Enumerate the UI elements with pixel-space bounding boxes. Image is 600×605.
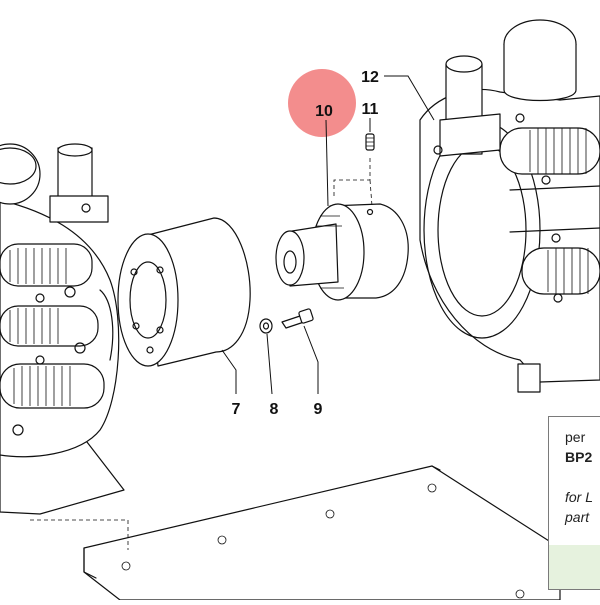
part-12-right-pump (419, 19, 600, 393)
legend-green-band (549, 545, 600, 589)
highlight-marker (288, 69, 356, 137)
leader-7 (221, 349, 237, 394)
callout-7: 7 (232, 401, 241, 418)
callout-11: 11 (362, 101, 379, 118)
part-7-bell-housing (117, 217, 251, 367)
callout-9: 9 (314, 401, 323, 418)
legend-line-4: part (565, 509, 590, 525)
legend-panel: per BP2 for L part (548, 416, 600, 590)
leader-9 (303, 325, 319, 394)
right-pump-piston-lower (521, 247, 600, 295)
callout-10: 10 (315, 103, 333, 120)
callout-8: 8 (270, 401, 279, 418)
leader-12 (384, 75, 435, 121)
part-9-screw (281, 308, 314, 329)
left-pump-piston-lower (0, 363, 105, 409)
left-pump (0, 143, 120, 458)
part-10-coupling (275, 203, 409, 301)
left-pump-piston-middle (0, 305, 99, 347)
alignment-dashes (333, 158, 373, 207)
base-plate (83, 465, 561, 601)
legend-line-3: for L (565, 489, 594, 505)
right-pump-piston-upper (499, 127, 600, 175)
legend-line-2: BP2 (565, 449, 593, 465)
part-11-grub-screw (365, 133, 375, 151)
left-pump-piston-upper (0, 243, 93, 287)
legend-line-1: per (565, 429, 586, 445)
part-8-washer (259, 318, 273, 334)
leader-10 (325, 119, 329, 207)
callout-12: 12 (361, 69, 379, 86)
leader-8 (266, 333, 273, 395)
